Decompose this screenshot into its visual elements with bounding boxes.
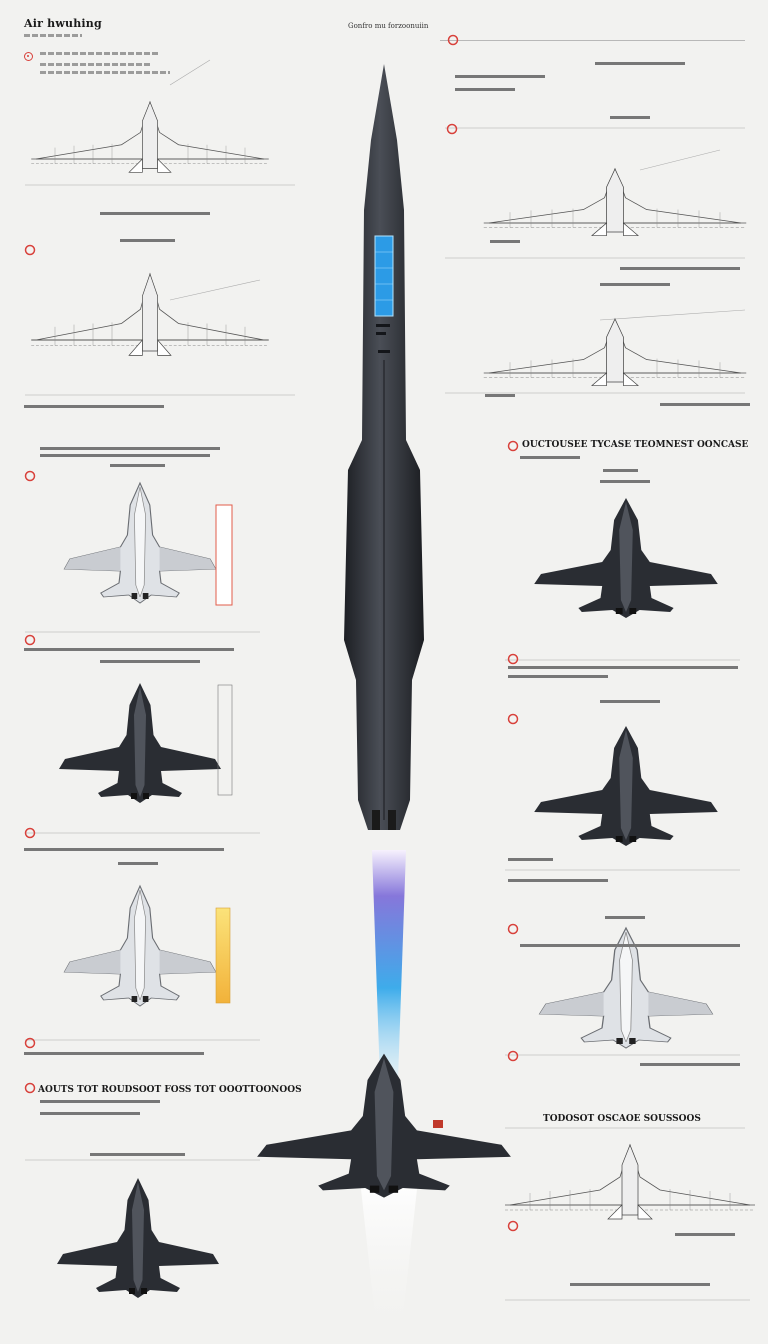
center-label: Gonfro mu forzoonuiin bbox=[348, 22, 429, 30]
target-bullet-icon bbox=[24, 34, 519, 1232]
page-title: Air hwuhing bbox=[24, 17, 102, 30]
aircraft-plan-view bbox=[57, 1178, 219, 1298]
aircraft-plan-view bbox=[534, 726, 718, 846]
note-line bbox=[40, 63, 150, 66]
cross-section-diagram bbox=[483, 318, 747, 387]
aircraft-plan-view bbox=[59, 683, 221, 803]
heading-right-1: OUCTOUSEE TYCASE TEOMNEST OONCASE bbox=[522, 440, 749, 450]
cross-section-diagram bbox=[483, 168, 747, 237]
heading-left-bottom: AOUTS TOT ROUDSOOT FOSS TOT OOOTTOONOOS bbox=[38, 1085, 302, 1095]
aircraft-plan-view bbox=[63, 482, 217, 604]
aircraft-plan-view bbox=[534, 498, 718, 618]
cross-section-diagram bbox=[504, 1144, 756, 1220]
note-line bbox=[40, 71, 170, 74]
left-notes-top bbox=[24, 48, 33, 66]
note-line bbox=[40, 52, 160, 55]
heading-right-bottom: TODOSOT OSCAOE SOUSSOOS bbox=[543, 1114, 701, 1124]
target-bullet-icon bbox=[24, 52, 33, 61]
rocket-jet-icon bbox=[257, 64, 511, 1344]
header-rule bbox=[440, 40, 745, 41]
cross-section-diagram bbox=[30, 101, 270, 173]
subtitle-line bbox=[24, 34, 82, 37]
aircraft-plan-view bbox=[63, 885, 217, 1007]
